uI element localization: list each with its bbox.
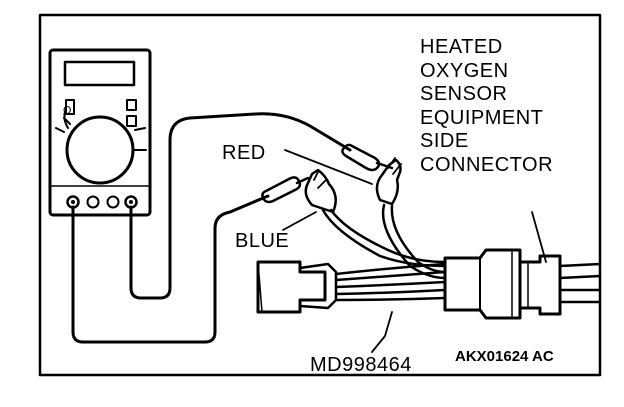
harness-left-connector	[256, 260, 327, 314]
multimeter	[48, 48, 152, 217]
figure-code-label: AKX01624 AC	[455, 348, 554, 365]
meter-jack-3	[106, 195, 120, 209]
red-lead-label: RED	[222, 142, 266, 164]
test-harness-label: MD998464	[310, 354, 412, 376]
meter-range-button	[65, 99, 75, 115]
meter-ohm-symbol: Ω	[63, 104, 71, 117]
blue-clip	[304, 168, 337, 214]
meter-selector-dial	[65, 115, 135, 185]
meter-light-button	[126, 115, 137, 127]
connector-leader-line	[531, 211, 547, 263]
black-test-lead	[71, 194, 270, 344]
harness-middle-connector	[443, 248, 522, 320]
blue-leader-line	[282, 211, 317, 231]
red-leader-line	[284, 149, 373, 185]
meter-hold-button	[126, 99, 137, 111]
label-line-equipment: EQUIPMENT	[420, 106, 544, 129]
meter-display	[63, 60, 136, 87]
label-line-connector: CONNECTOR	[420, 153, 554, 176]
red-test-lead	[129, 112, 352, 300]
label-line-heated: HEATED	[420, 36, 503, 58]
test-harness	[256, 248, 522, 320]
tool-leader-line	[371, 311, 393, 353]
blue-probe	[261, 176, 310, 204]
label-line-oxygen: OXYGEN	[420, 59, 509, 82]
meter-jack-2	[86, 195, 100, 209]
blue-lead-label: BLUE	[235, 230, 290, 252]
equipment-side-connector	[518, 254, 602, 316]
label-line-sensor: SENSOR	[420, 83, 508, 105]
label-line-side: SIDE	[420, 130, 469, 152]
red-clip	[375, 157, 402, 206]
equipment-side-connector-label: HEATED OXYGEN SENSOR EQUIPMENT SIDE CONN…	[420, 36, 553, 177]
figure-frame	[38, 13, 602, 377]
